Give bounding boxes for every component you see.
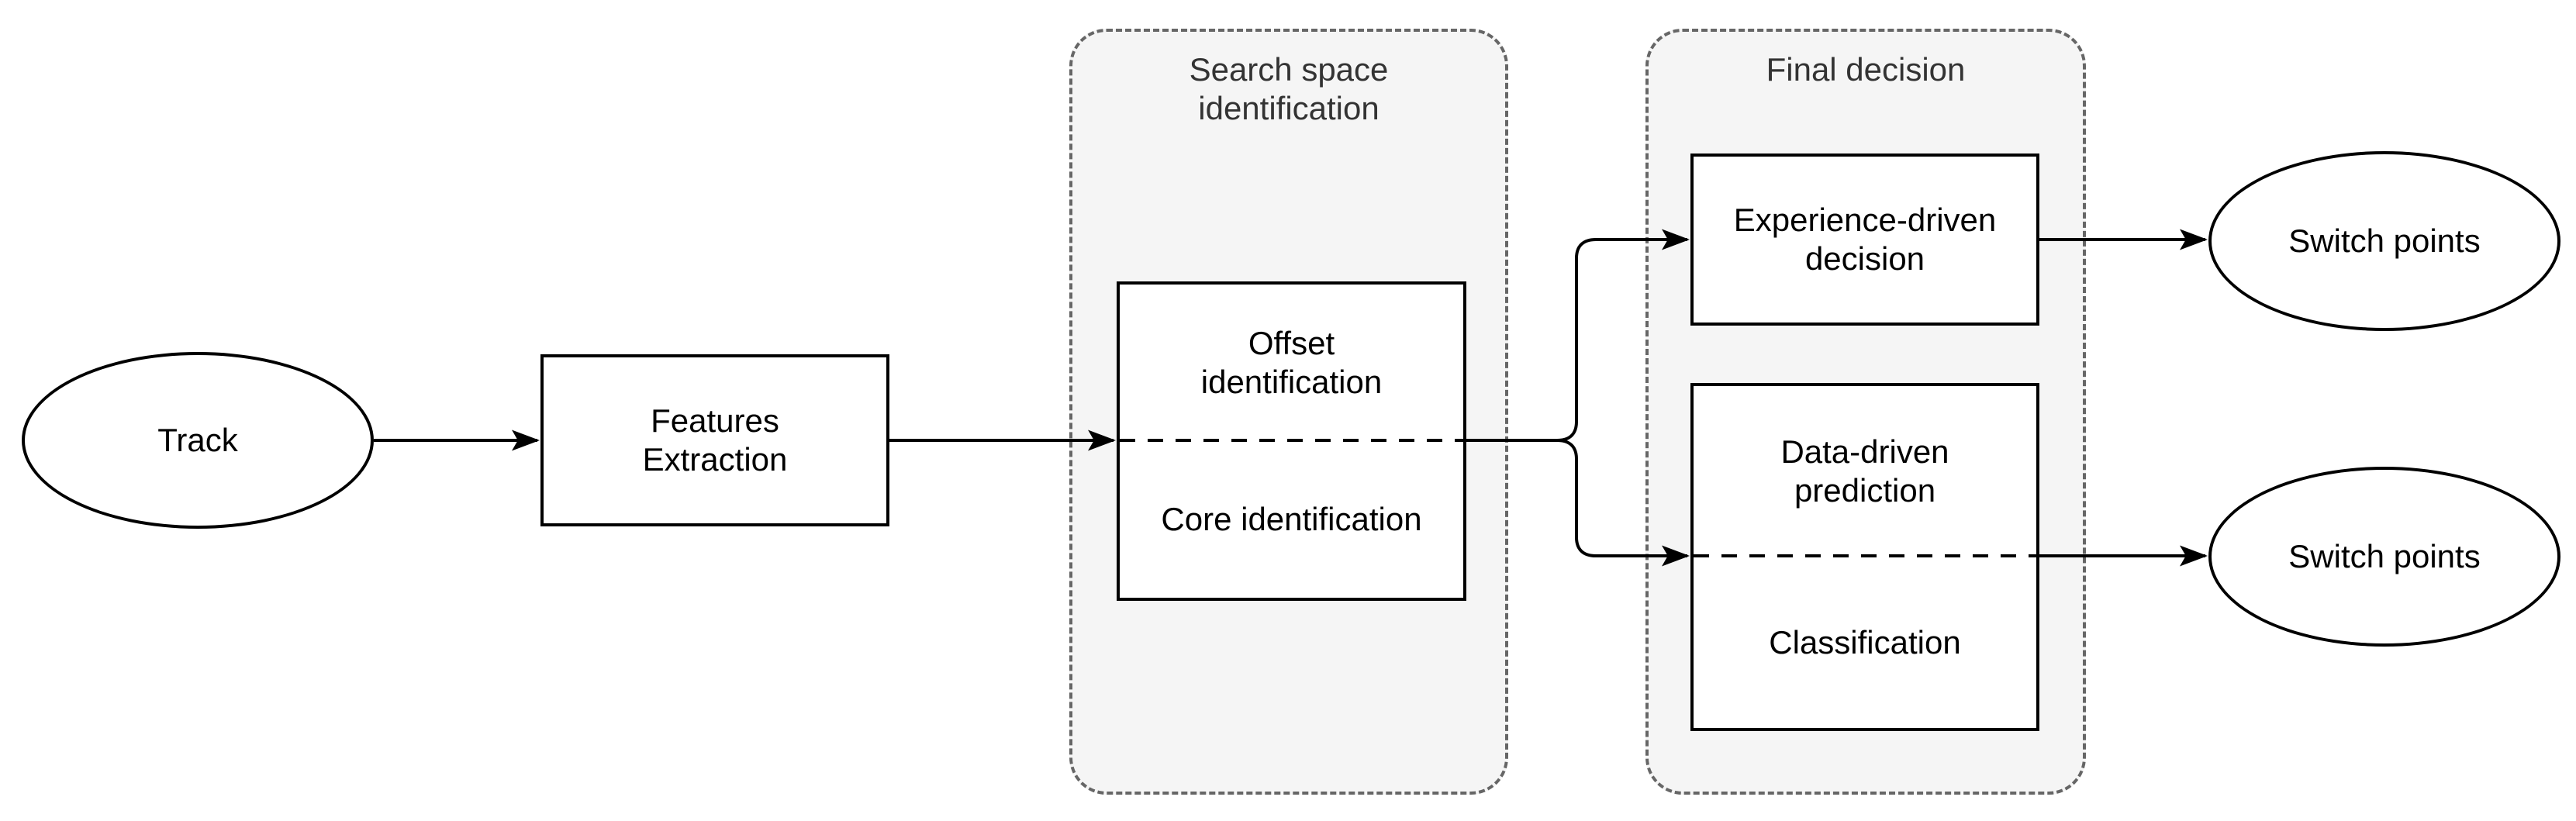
- core-identification-section: Core identification: [1120, 441, 1463, 598]
- track-ellipse: Track: [22, 352, 374, 529]
- core-identification-label: Core identification: [1161, 501, 1422, 537]
- data-driven-prediction-label: Data-driven prediction: [1780, 433, 1949, 509]
- data-driven-prediction-section: Data-driven prediction: [1694, 386, 2036, 557]
- switch-points-top-label: Switch points: [2288, 222, 2481, 259]
- experience-driven-decision-label: Experience-driven decision: [1733, 202, 1997, 277]
- experience-driven-decision-box: Experience-driven decision: [1690, 154, 2039, 326]
- track-label: Track: [157, 422, 238, 458]
- data-driven-classification-box: Data-driven prediction Classification: [1690, 383, 2039, 731]
- features-extraction-box: Features Extraction: [540, 354, 889, 526]
- offset-identification-section: Offset identification: [1120, 285, 1463, 441]
- offset-core-box: Offset identification Core identificatio…: [1117, 281, 1466, 601]
- final-decision-container-title: Final decision: [1766, 51, 1966, 88]
- search-space-container-title: Search space identification: [1189, 51, 1389, 126]
- classification-section: Classification: [1694, 557, 2036, 729]
- offset-identification-label: Offset identification: [1200, 325, 1383, 400]
- switch-points-bottom-label: Switch points: [2288, 538, 2481, 574]
- classification-label: Classification: [1769, 623, 1961, 661]
- features-extraction-label: Features Extraction: [642, 402, 788, 478]
- switch-points-bottom-ellipse: Switch points: [2208, 467, 2560, 647]
- switch-points-top-ellipse: Switch points: [2208, 151, 2560, 331]
